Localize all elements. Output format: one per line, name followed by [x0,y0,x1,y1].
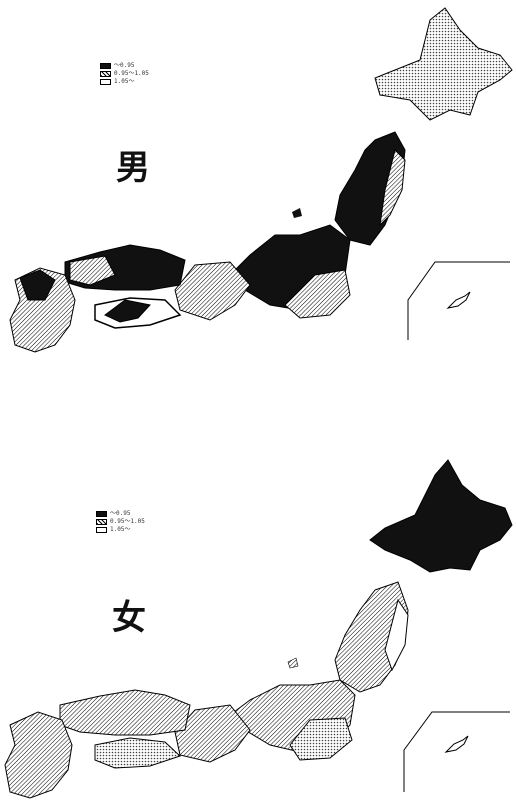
region-tohoku-east [379,149,406,227]
island-okinawa [444,735,469,753]
legend-swatch-light [96,527,107,533]
region-kinki [174,261,251,321]
inset-frame [403,711,510,792]
region-kanto [284,269,351,319]
map-panel-female: ～0.95 0.95～1.05 1.05～ 女 [0,400,516,800]
legend-row: 0.95～1.05 [96,518,145,526]
legend-swatch-dark [96,511,107,517]
japan-map-female [4,459,513,799]
region-kanto [289,717,353,761]
map-title-male: 男 [116,148,150,188]
legend-male: ～0.95 0.95～1.05 1.05～ [100,62,149,86]
region-kyushu [4,711,73,799]
region-chugoku [59,689,191,736]
legend-row: ～0.95 [96,510,145,518]
legend-row: 0.95～1.05 [100,70,149,78]
legend-female: ～0.95 0.95～1.05 1.05～ [96,510,145,534]
map-panel-male: ～0.95 0.95～1.05 1.05～ 男 [9,7,513,353]
legend-label: 1.05～ [114,78,135,85]
region-tohoku-east [384,598,409,672]
japan-map-male [9,7,513,353]
legend-row: 1.05～ [96,526,145,534]
legend-swatch-hatch [100,71,111,77]
region-hokkaido [369,459,513,573]
legend-label: 0.95～1.05 [110,518,145,525]
region-shikoku [94,737,181,769]
legend-label: 0.95～1.05 [114,70,149,77]
legend-swatch-light [100,79,111,85]
legend-row: 1.05～ [100,78,149,86]
island-sado [287,657,299,669]
legend-label: 1.05～ [110,526,131,533]
inset-frame [407,261,510,340]
region-kinki [174,704,251,763]
legend-row: ～0.95 [100,62,149,70]
legend-label: ～0.95 [110,510,131,517]
island-sado [292,208,302,218]
legend-label: ～0.95 [114,62,135,69]
region-kyushu-north [19,269,56,301]
region-hokkaido [374,7,513,121]
island-okinawa [446,291,471,309]
legend-swatch-dark [100,63,111,69]
map-title-female: 女 [112,598,146,638]
region-chugoku-west [69,255,116,286]
region-shikoku-south [104,299,151,323]
legend-swatch-hatch [96,519,107,525]
